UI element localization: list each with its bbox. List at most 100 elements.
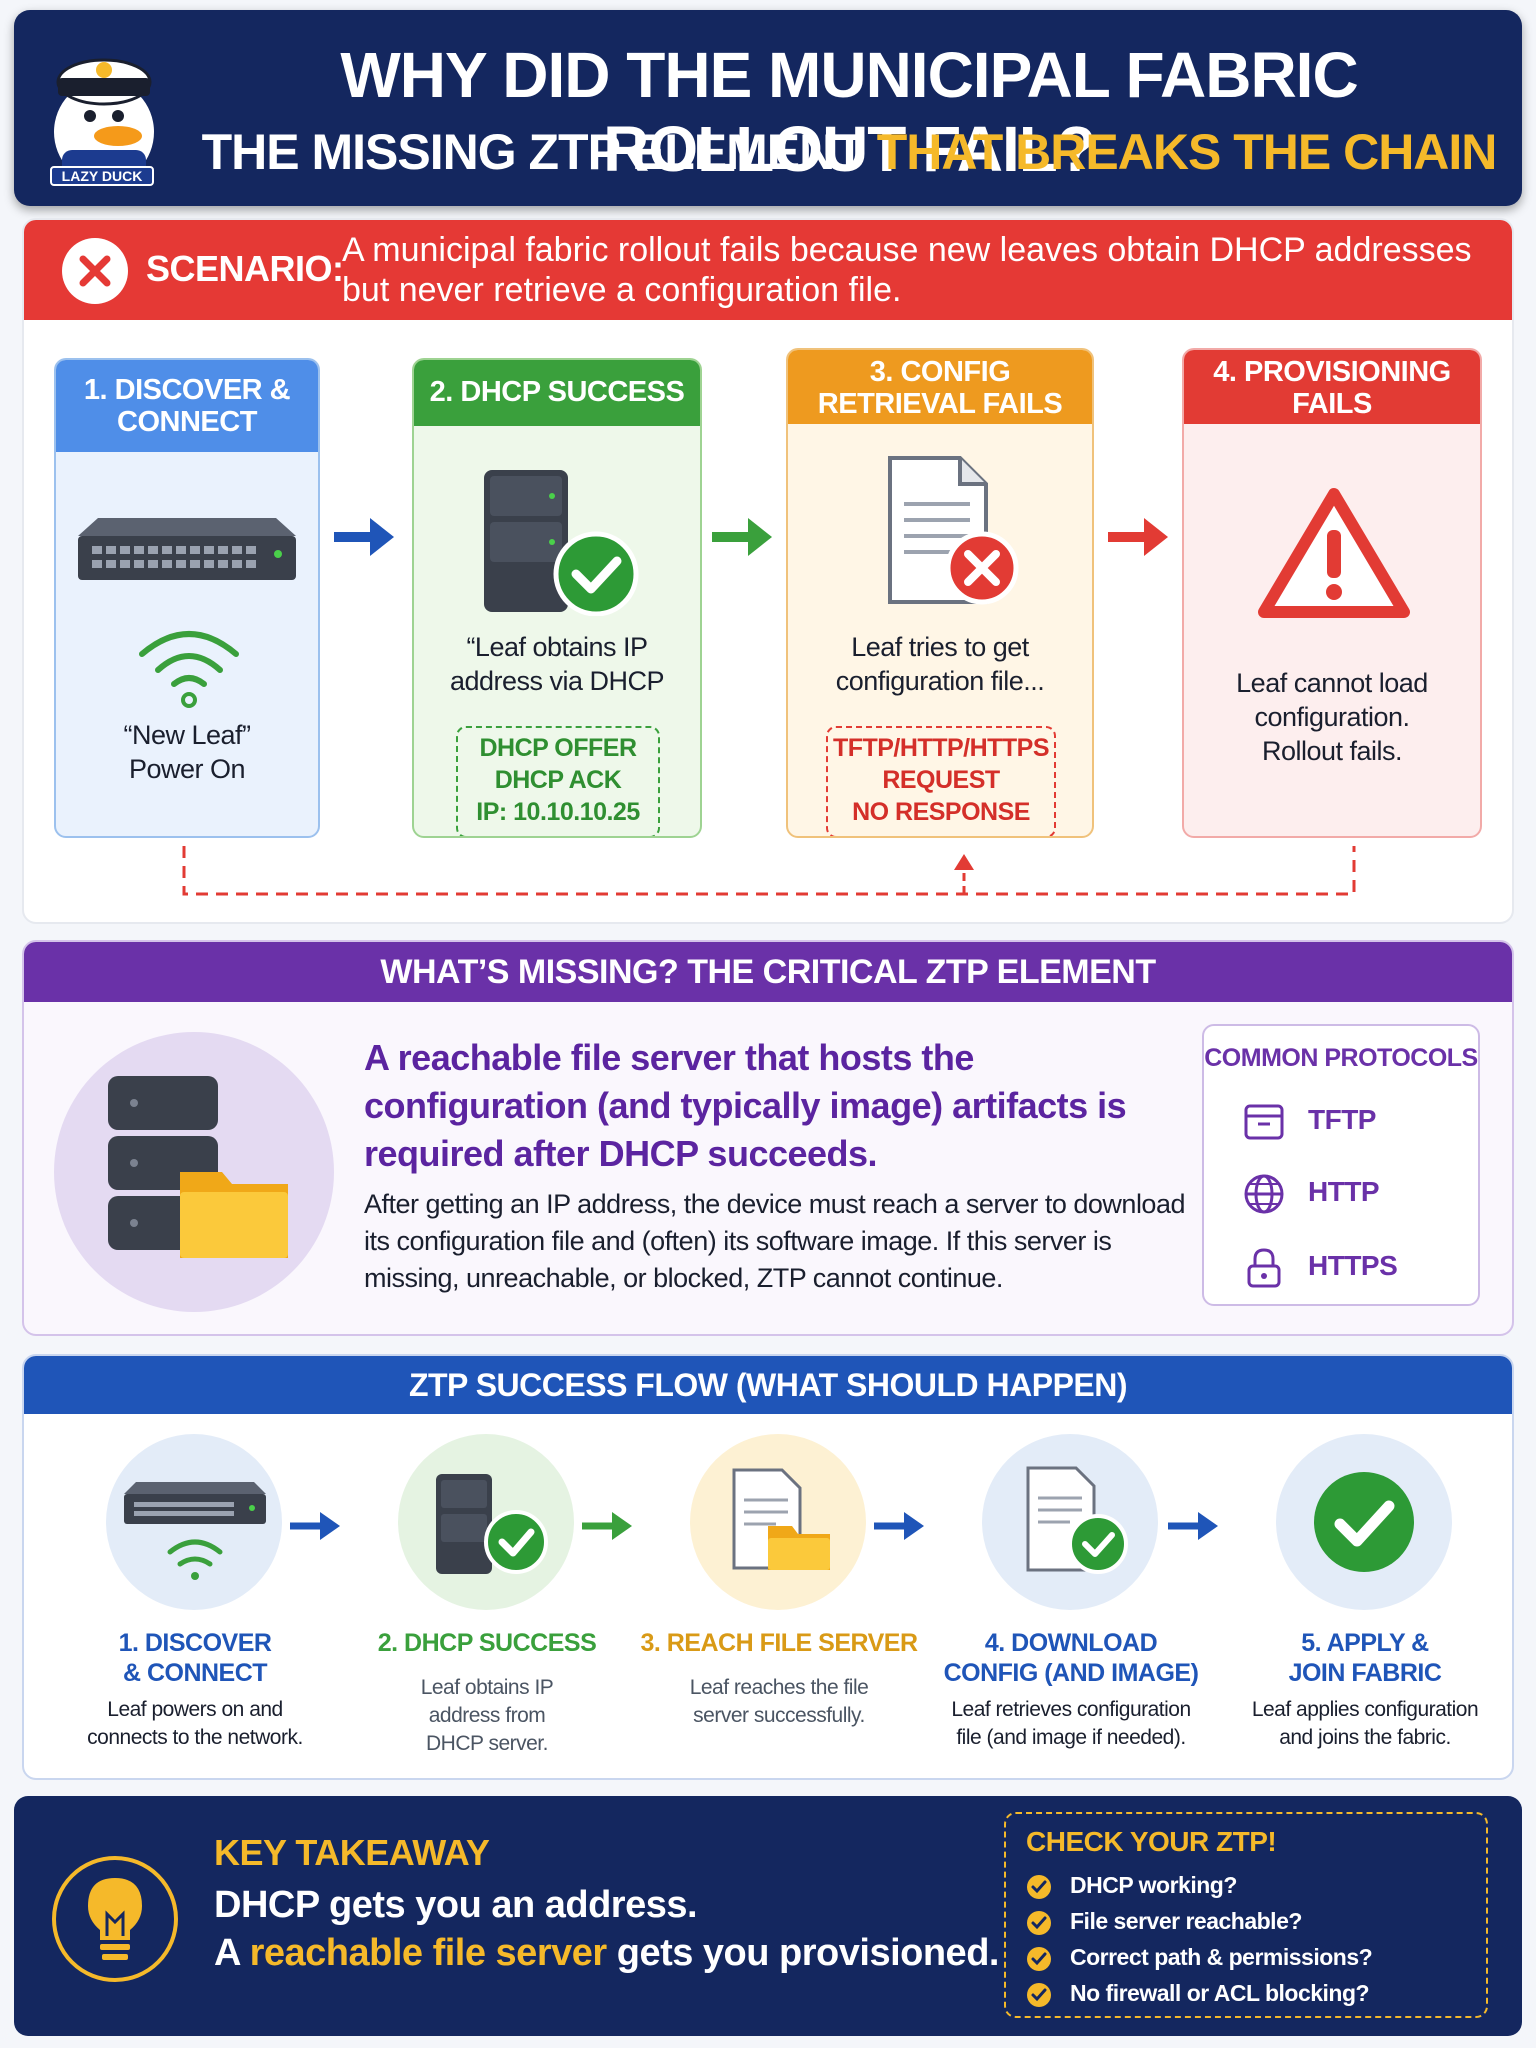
flow-step-title: 4. DOWNLOAD CONFIG (AND IMAGE) xyxy=(943,1629,1199,1687)
checklist-item: No firewall or ACL blocking? xyxy=(1026,1978,1486,2010)
duck-mascot-icon xyxy=(54,58,154,186)
success-flow-panel: ZTP SUCCESS FLOW (WHAT SHOULD HAPPEN) 1.… xyxy=(22,1354,1514,1780)
request-details-box: TFTP/HTTP/HTTPS REQUEST NO RESPONSE xyxy=(826,726,1056,836)
box-line: TFTP/HTTP/HTTPS xyxy=(832,734,1050,762)
flow-step-desc: Leaf obtains IP address from DHCP server… xyxy=(420,1676,554,1755)
checklist-item: DHCP working? xyxy=(1026,1870,1486,1902)
document-check-icon xyxy=(1026,1466,1128,1574)
checklist-item: File server reachable? xyxy=(1026,1906,1486,1938)
arrow-right-icon xyxy=(712,518,772,556)
step-title: 2. DHCP SUCCESS xyxy=(414,360,700,426)
protocol-item-http: HTTP xyxy=(1242,1168,1462,1218)
protocol-label: HTTPS xyxy=(1308,1250,1398,1281)
missing-heading: WHAT’S MISSING? THE CRITICAL ZTP ELEMENT xyxy=(24,942,1512,1002)
protocol-item-tftp: TFTP xyxy=(1242,1096,1462,1146)
flow-step-title: 3. REACH FILE SERVER xyxy=(640,1629,918,1657)
flow-step-dhcp: 2. DHCP SUCCESS Leaf obtains IP address … xyxy=(342,1428,632,1778)
checklist-text: Correct path & permissions? xyxy=(1070,1944,1373,1970)
takeaway-text: gets you provisioned. xyxy=(606,1932,1000,1974)
flow-step-circle xyxy=(398,1434,574,1610)
flow-step-download: 4. DOWNLOAD CONFIG (AND IMAGE) Leaf retr… xyxy=(926,1428,1216,1778)
flow-step-title: 5. APPLY & JOIN FABRIC xyxy=(1288,1629,1442,1687)
error-x-icon xyxy=(62,238,128,304)
document-folder-icon xyxy=(732,1468,830,1570)
flow-step-desc: Leaf powers on and connects to the netwo… xyxy=(87,1698,303,1749)
scenario-step-dhcp: 2. DHCP SUCCESS “Leaf obtains IP address… xyxy=(412,358,702,838)
check-circle-icon xyxy=(1027,1983,1051,2007)
flow-heading: ZTP SUCCESS FLOW (WHAT SHOULD HAPPEN) xyxy=(24,1356,1512,1414)
box-line: DHCP OFFER xyxy=(479,734,637,762)
arrow-right-icon xyxy=(1108,518,1168,556)
checklist-title: CHECK YOUR ZTP! xyxy=(1026,1826,1277,1857)
box-line: IP: 10.10.10.25 xyxy=(476,798,640,826)
step-caption: “Leaf obtains IP address via DHCP xyxy=(449,632,665,696)
box-line: DHCP ACK xyxy=(494,766,622,794)
protocol-label: HTTP xyxy=(1308,1176,1380,1207)
flow-step-apply-join: 5. APPLY & JOIN FABRIC Leaf applies conf… xyxy=(1220,1428,1510,1778)
flow-step-desc: Leaf reaches the file server successfull… xyxy=(689,1676,869,1727)
checklist-text: No firewall or ACL blocking? xyxy=(1070,1980,1370,2006)
takeaway-line-2: A reachable file server gets you provisi… xyxy=(214,1932,999,1975)
checklist-text: DHCP working? xyxy=(1070,1872,1237,1898)
arrow-right-icon xyxy=(1168,1512,1218,1540)
flow-step-circle xyxy=(690,1434,866,1610)
server-check-icon xyxy=(484,470,639,616)
flow-step-discover: 1. DISCOVER & CONNECT Leaf powers on and… xyxy=(50,1428,340,1778)
arrow-right-icon xyxy=(874,1512,924,1540)
protocols-box: COMMON PROTOCOLS TFTP HTTP xyxy=(1202,1024,1480,1306)
subtitle-white: THE MISSING ZTP ELEMENT xyxy=(201,124,877,180)
flow-step-file-server: 3. REACH FILE SERVER Leaf reaches the fi… xyxy=(634,1428,924,1778)
scenario-bar: SCENARIO: A municipal fabric rollout fai… xyxy=(24,220,1512,320)
network-switch-icon xyxy=(78,518,296,580)
server-folder-illustration xyxy=(54,1032,334,1312)
flow-step-title: 1. DISCOVER & CONNECT xyxy=(118,1629,272,1687)
scenario-step-provisioning: 4. PROVISIONING FAILS Leaf cannot load c… xyxy=(1182,348,1482,838)
scenario-step-config-retrieval: 3. CONFIG RETRIEVAL FAILS Leaf tries to … xyxy=(786,348,1094,838)
checklist-text: File server reachable? xyxy=(1070,1908,1302,1934)
scenario-panel: SCENARIO: A municipal fabric rollout fai… xyxy=(22,218,1514,924)
file-server-icon xyxy=(108,1076,288,1258)
step-title: 4. PROVISIONING FAILS xyxy=(1184,350,1480,424)
checklist-item: Correct path & permissions? xyxy=(1026,1942,1486,1974)
switch-wifi-icon xyxy=(124,1482,266,1580)
arrow-right-icon xyxy=(334,518,394,556)
flow-step-desc: Leaf applies configuration and joins the… xyxy=(1251,1698,1479,1749)
page-subtitle: THE MISSING ZTP ELEMENT THAT BREAKS THE … xyxy=(184,122,1514,182)
check-circle-icon xyxy=(1027,1875,1051,1899)
lightbulb-icon xyxy=(88,1878,142,1960)
server-check-icon xyxy=(436,1474,548,1574)
scenario-label: SCENARIO: xyxy=(146,248,344,289)
flow-step-desc: Leaf retrieves configuration file (and i… xyxy=(951,1698,1191,1749)
page-title: WHY DID THE MUNICIPAL FABRIC ROLLOUT FAI… xyxy=(340,39,1358,185)
warning-triangle-icon xyxy=(1258,488,1410,618)
step-title: 1. DISCOVER & CONNECT xyxy=(56,360,318,452)
protocol-label: TFTP xyxy=(1308,1104,1377,1135)
missing-explanation: After getting an IP address, the device … xyxy=(364,1189,1186,1293)
protocols-title: COMMON PROTOCOLS xyxy=(1204,1044,1478,1072)
feedback-loop-line xyxy=(182,846,1356,896)
document-error-icon xyxy=(888,456,1019,605)
subtitle-highlight: THAT BREAKS THE CHAIN xyxy=(876,124,1498,180)
takeaway-highlight: reachable file server xyxy=(249,1932,608,1974)
globe-icon xyxy=(1244,1174,1284,1214)
scenario-step-discover: 1. DISCOVER & CONNECT “New Leaf” Power O… xyxy=(54,358,320,838)
arrow-right-icon xyxy=(582,1512,632,1540)
key-takeaway-panel: KEY TAKEAWAY DHCP gets you an address. A… xyxy=(14,1796,1522,2036)
mascot-label: LAZY DUCK xyxy=(50,166,154,186)
flow-step-title: 2. DHCP SUCCESS xyxy=(377,1629,597,1657)
header-banner: LAZY DUCK WHY DID THE MUNICIPAL FABRIC R… xyxy=(14,10,1522,206)
flow-step-circle xyxy=(106,1434,282,1610)
protocol-item-https: HTTPS xyxy=(1242,1242,1462,1292)
missing-main-statement: A reachable file server that hosts the c… xyxy=(364,1037,1127,1174)
check-circle-icon xyxy=(1027,1911,1051,1935)
wifi-icon xyxy=(139,631,239,708)
lightbulb-badge xyxy=(52,1856,178,1982)
box-line: REQUEST xyxy=(882,766,1000,794)
success-check-icon xyxy=(1314,1472,1414,1572)
takeaway-line-1: DHCP gets you an address. xyxy=(214,1884,698,1926)
lock-icon xyxy=(1247,1248,1281,1288)
box-icon xyxy=(1244,1104,1284,1140)
box-line: NO RESPONSE xyxy=(852,798,1030,826)
step-caption: Leaf tries to get configuration file... xyxy=(835,632,1045,696)
flow-step-circle xyxy=(1276,1434,1452,1610)
